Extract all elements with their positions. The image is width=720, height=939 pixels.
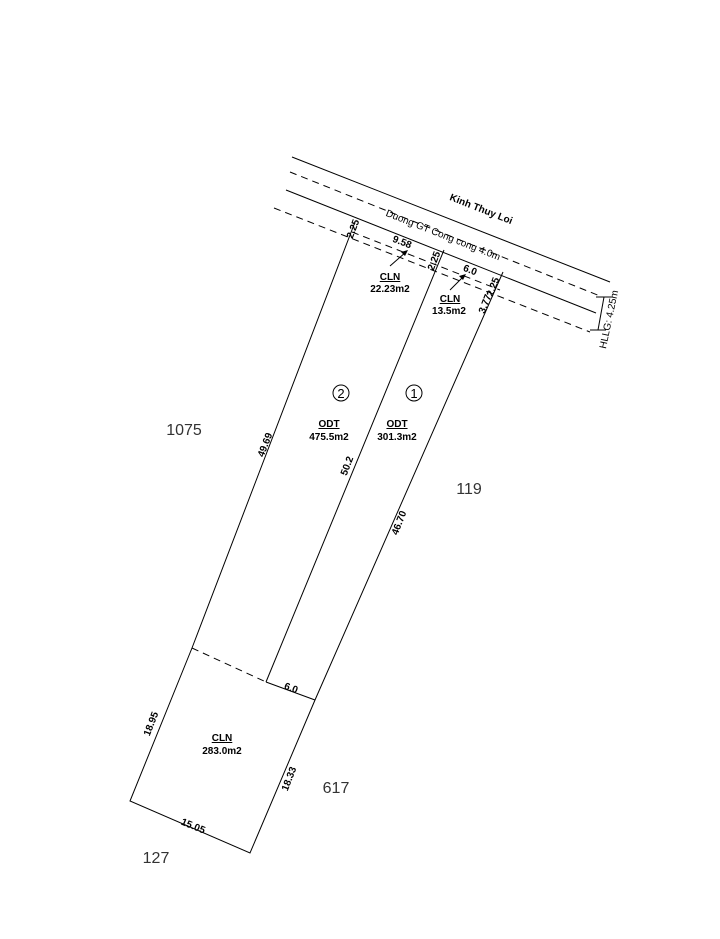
road-lines xyxy=(273,156,612,333)
cln-135-pointer-arrowhead xyxy=(459,274,466,280)
lot1-use: ODT xyxy=(386,419,407,430)
dim-left-front-depth: 2.25 xyxy=(345,218,362,241)
lot1-rear-line xyxy=(265,681,316,701)
front-zone-dashed-line xyxy=(351,231,501,291)
dim-lot1-right-side: 46.70 xyxy=(390,509,409,537)
lot2-number: 2 xyxy=(337,386,344,401)
setback-label: HLLG: 4.25m xyxy=(598,289,621,349)
dim-rear-bottom: 15.05 xyxy=(179,817,207,837)
lot2-use: ODT xyxy=(318,419,339,430)
pointer-arrows xyxy=(389,250,466,291)
lot2-number-circle xyxy=(332,384,350,402)
lot1-number: 1 xyxy=(410,386,417,401)
lot-boundaries xyxy=(129,221,504,854)
canal-edge-line xyxy=(291,156,611,283)
cln-22-pointer-arrowhead xyxy=(401,250,408,256)
lot2-area: 475.5m2 xyxy=(309,432,349,443)
rear-area: 283.0m2 xyxy=(202,746,242,757)
dim-lot2-front-width: 9.58 xyxy=(391,234,414,251)
setback-measure-line xyxy=(597,296,605,331)
lot-divider-line xyxy=(265,249,445,683)
front2-use: CLN xyxy=(380,272,401,283)
lot1-number-circle xyxy=(405,384,423,402)
canal-dashed-line xyxy=(289,171,601,297)
dim-lot1-front-width: 6.0 xyxy=(461,263,478,278)
front2-area: 22.23m2 xyxy=(370,284,410,295)
lot1-area: 301.3m2 xyxy=(377,432,417,443)
dim-divider-length: 50.2 xyxy=(339,455,356,478)
dim-mid-front-depth: 2.25 xyxy=(426,250,443,273)
dim-rear-left-side: 18.95 xyxy=(142,710,161,738)
dim-lot2-left-side: 49.69 xyxy=(256,431,275,459)
dim-lot1-rear-width: 6.0 xyxy=(282,681,299,696)
front1-use: CLN xyxy=(440,294,461,305)
neighbor-parcel-1075: 1075 xyxy=(166,422,202,439)
lot2-left-boundary xyxy=(129,221,504,854)
neighbor-parcel-119: 119 xyxy=(456,481,482,498)
rear-zone-dashed-line xyxy=(191,647,267,683)
dim-rear-right-side: 18.33 xyxy=(280,765,299,793)
front1-area: 13.5m2 xyxy=(432,306,466,317)
neighbor-parcel-617: 617 xyxy=(323,780,350,797)
neighbor-parcel-127: 127 xyxy=(143,850,170,867)
rear-use: CLN xyxy=(212,733,233,744)
road-edge-line xyxy=(285,189,597,314)
setback-dashed-line xyxy=(273,207,591,333)
